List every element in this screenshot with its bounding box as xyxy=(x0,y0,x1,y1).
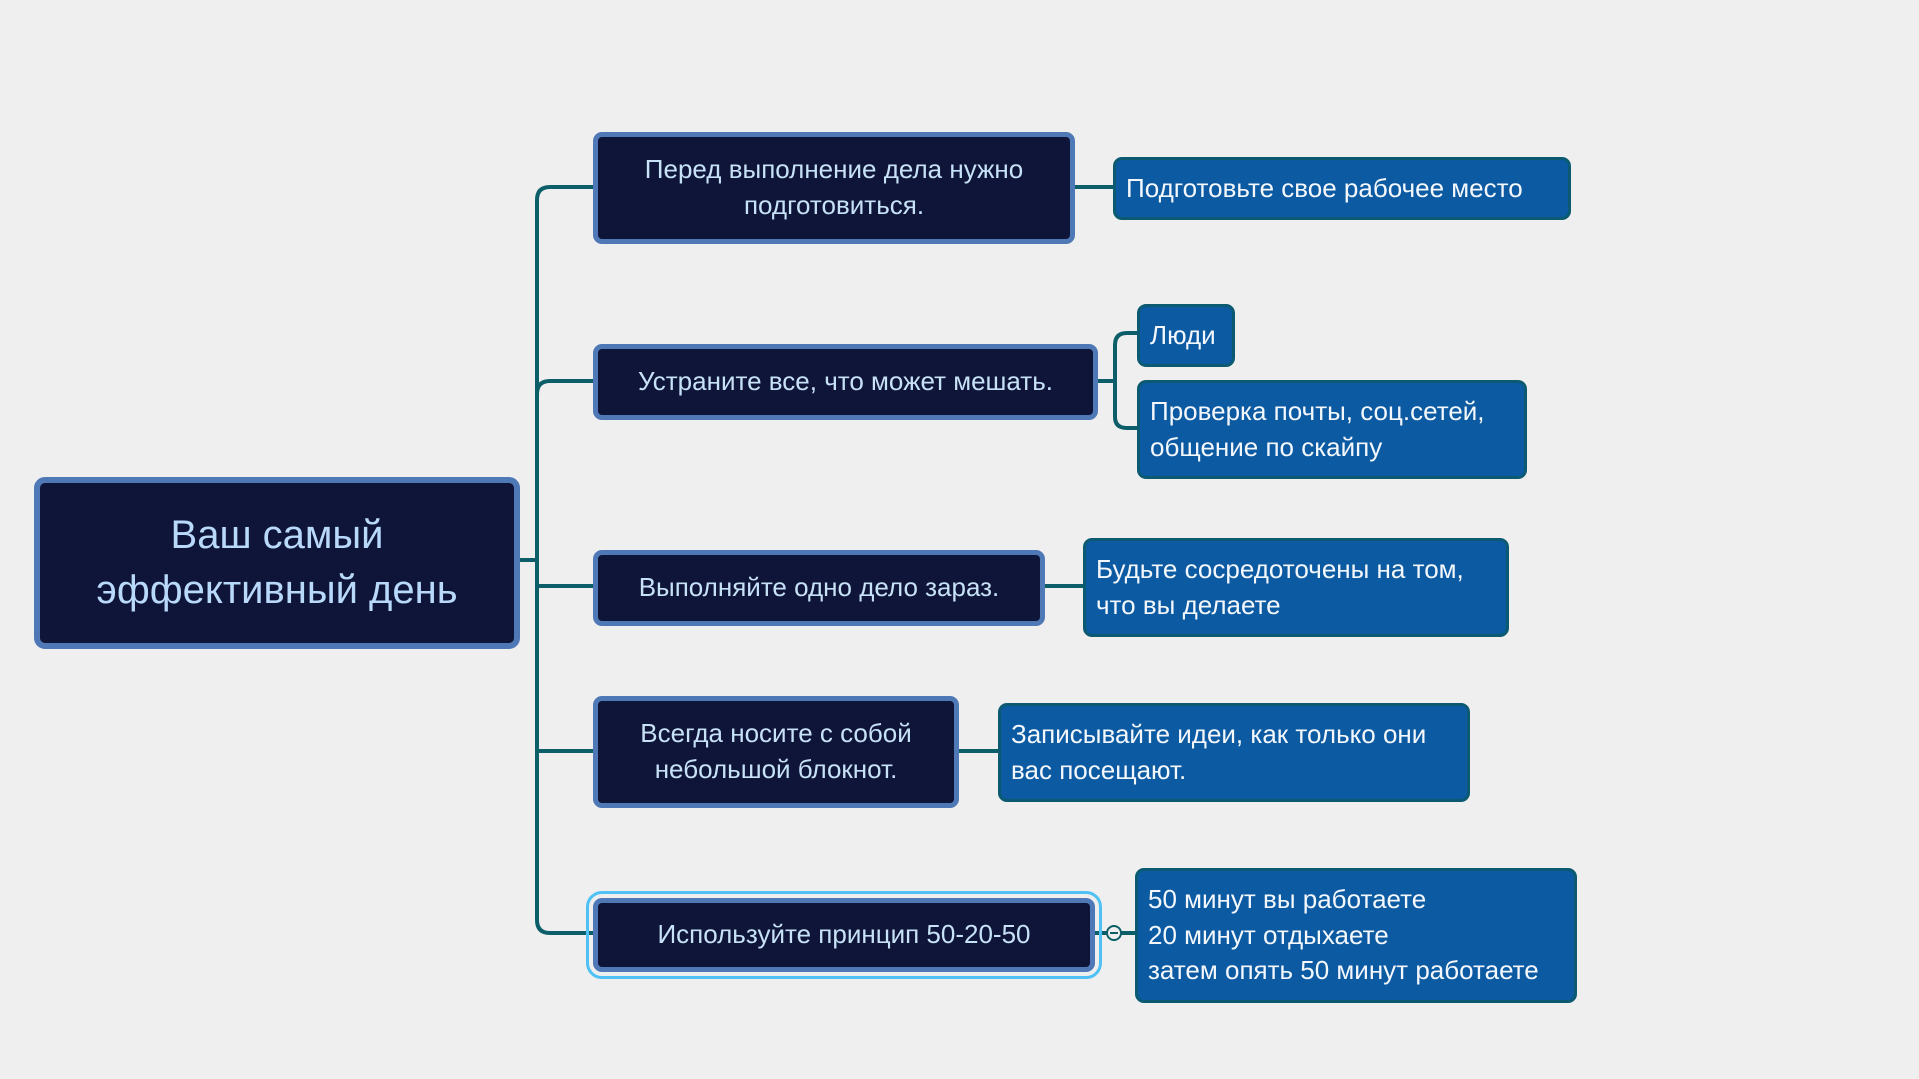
branch-topic-notebook[interactable]: Всегда носите с собой небольшой блокнот. xyxy=(593,696,959,808)
root-topic-label: Ваш самый эффективный день xyxy=(96,512,458,612)
connector-leaf-2-1 xyxy=(1113,331,1139,383)
subtopic-label: 50 минут вы работаете 20 минут отдыхаете… xyxy=(1148,883,1539,986)
branch-topic-one-task[interactable]: Выполняйте одно дело зараз. xyxy=(593,550,1045,626)
connector-leaf-2-2 xyxy=(1113,379,1139,430)
root-topic[interactable]: Ваш самый эффективный день xyxy=(34,477,520,649)
subtopic-mail-social[interactable]: Проверка почты, соц.сетей, общение по ск… xyxy=(1137,380,1527,479)
subtopic-label: Подготовьте свое рабочее место xyxy=(1126,172,1523,203)
branch-topic-50-20-50[interactable]: Используйте принцип 50-20-50 xyxy=(586,891,1102,979)
subtopic-label: Будьте сосредоточены на том, что вы дела… xyxy=(1096,553,1464,620)
branch-topic-label: Перед выполнение дела нужно подготовитьс… xyxy=(644,154,1024,220)
connector-branch-5 xyxy=(535,558,595,935)
branch-topic-remove-distractions[interactable]: Устраните все, что может мешать. xyxy=(593,344,1098,420)
subtopic-people[interactable]: Люди xyxy=(1137,304,1235,367)
subtopic-50-20-50-details[interactable]: 50 минут вы работаете 20 минут отдыхаете… xyxy=(1135,868,1577,1003)
collapse-minus-icon[interactable] xyxy=(1106,925,1122,941)
branch-topic-label: Выполняйте одно дело зараз. xyxy=(638,572,1000,603)
subtopic-label: Записывайте идеи, как только они вас пос… xyxy=(1011,718,1427,785)
subtopic-workplace[interactable]: Подготовьте свое рабочее место xyxy=(1113,157,1571,220)
subtopic-label: Люди xyxy=(1150,319,1216,350)
branch-topic-label: Используйте принцип 50-20-50 xyxy=(657,919,1031,950)
subtopic-label: Проверка почты, соц.сетей, общение по ск… xyxy=(1150,395,1485,462)
connector-branch-2 xyxy=(535,379,595,562)
connector-branch-3 xyxy=(535,558,595,588)
subtopic-write-ideas[interactable]: Записывайте идеи, как только они вас пос… xyxy=(998,703,1470,802)
branch-topic-label: Устраните все, что может мешать. xyxy=(638,366,1053,397)
branch-topic-label: Всегда носите с собой небольшой блокнот. xyxy=(640,718,912,784)
connector-branch-1 xyxy=(535,185,595,562)
subtopic-focus[interactable]: Будьте сосредоточены на том, что вы дела… xyxy=(1083,538,1509,637)
branch-topic-prepare[interactable]: Перед выполнение дела нужно подготовитьс… xyxy=(593,132,1075,244)
connector-branch-4 xyxy=(535,558,595,753)
